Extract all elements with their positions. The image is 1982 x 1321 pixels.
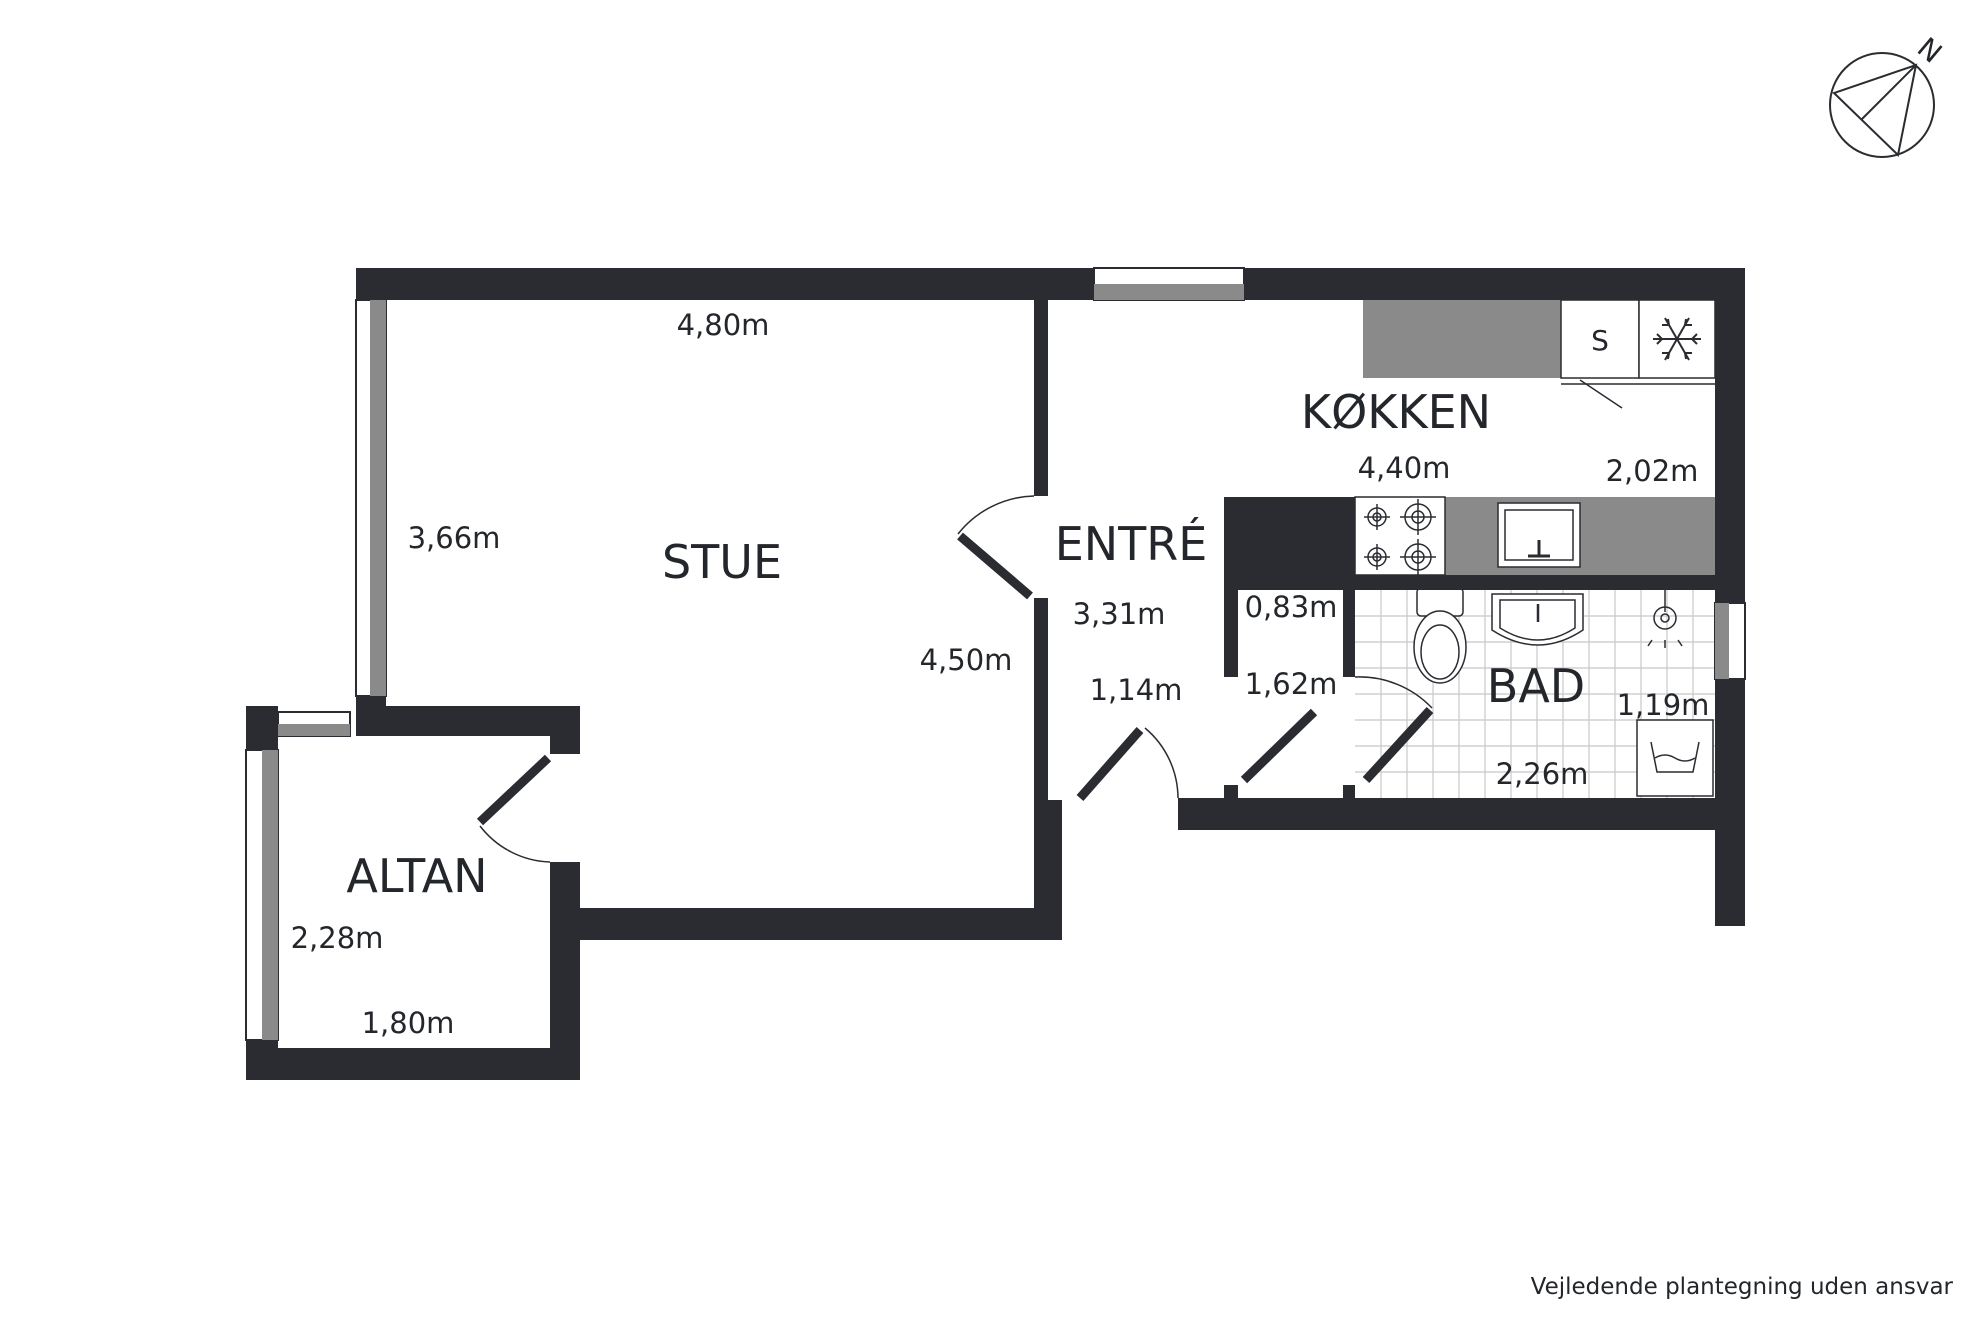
dim-entre-width: 1,14m <box>1090 673 1183 707</box>
kitchen-top-counter <box>1363 299 1716 409</box>
room-label-entre: ENTRÉ <box>1055 517 1208 571</box>
compass-icon <box>1829 52 1935 158</box>
dim-kokken-depth: 2,02m <box>1606 454 1699 488</box>
window-altan-west <box>245 749 279 1041</box>
bathroom-sink-icon <box>1491 593 1584 646</box>
window-stue-west <box>355 299 387 697</box>
room-label-altan: ALTAN <box>346 849 487 903</box>
room-label-bad: BAD <box>1487 659 1585 713</box>
washing-machine-icon <box>1636 719 1714 797</box>
dim-bad-depth: 1,19m <box>1617 688 1710 722</box>
window-altan-top <box>277 711 351 737</box>
dim-stue-width: 4,80m <box>677 308 770 342</box>
dim-altan-width: 1,80m <box>362 1006 455 1040</box>
disclaimer-text: Vejledende plantegning uden ansvar <box>1531 1274 1954 1300</box>
kitchen-sink-icon <box>1497 502 1581 568</box>
dim-bad-width: 2,26m <box>1496 757 1589 791</box>
walls <box>246 268 1745 1080</box>
door-altan <box>476 754 552 863</box>
dim-niche-depth: 1,62m <box>1245 667 1338 701</box>
dim-stue-side: 4,50m <box>920 643 1013 677</box>
shower-head-icon <box>1647 590 1683 648</box>
door-bathroom <box>1354 676 1434 784</box>
dim-altan-depth: 2,28m <box>291 921 384 955</box>
door-niche <box>1240 708 1318 784</box>
stove-burners-icon <box>1364 499 1436 575</box>
dim-entre-length: 3,31m <box>1073 597 1166 631</box>
window-bathroom-east <box>1714 602 1746 680</box>
stove-symbol-label: S <box>1591 324 1609 357</box>
snowflake-icon <box>1653 317 1701 361</box>
toilet-icon <box>1413 587 1467 684</box>
door-stue-entre <box>957 495 1035 600</box>
dim-niche-width: 0,83m <box>1245 590 1338 624</box>
window-top-kitchen <box>1093 267 1245 301</box>
room-label-stue: STUE <box>662 535 782 589</box>
dim-stue-depth: 3,66m <box>408 521 501 555</box>
door-entrance <box>1076 727 1179 801</box>
dim-kokken-width: 4,40m <box>1358 451 1451 485</box>
room-label-kokken: KØKKEN <box>1301 385 1491 439</box>
